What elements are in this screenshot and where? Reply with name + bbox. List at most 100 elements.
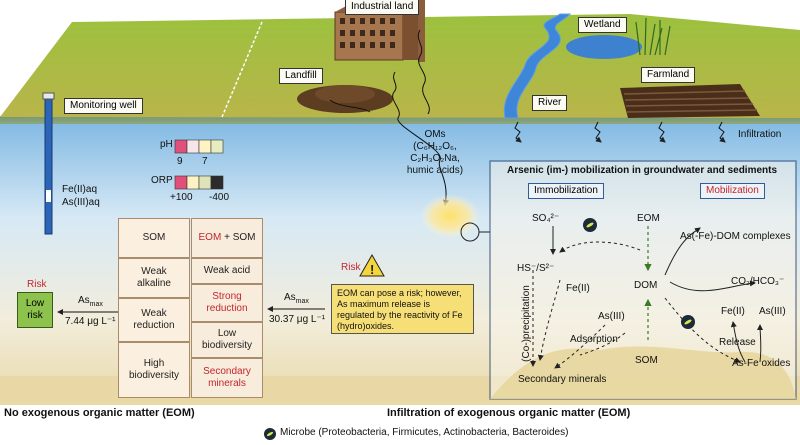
- risk-right-title: Risk: [341, 262, 361, 273]
- condition-text: Strong reduction: [197, 291, 257, 315]
- condition-term: Strong reduction: [206, 291, 248, 314]
- risk-left-title: Risk: [27, 279, 47, 290]
- infiltration-label: Infiltration: [738, 129, 782, 140]
- as-max-right-sub: max: [295, 298, 309, 305]
- hs-label: HS⁻/S²⁻: [517, 263, 555, 274]
- scale-swatch: [174, 139, 188, 154]
- scale-swatch: [198, 139, 212, 154]
- as-max-left: Asmax: [78, 295, 103, 308]
- surface-divider: [221, 21, 263, 118]
- condition-cell: Weak reduction: [118, 298, 190, 342]
- condition-cell: Low biodiversity: [191, 322, 263, 358]
- condition-cell: Weak alkaline: [118, 258, 190, 298]
- caption-right: Infiltration of exogenous organic matter…: [387, 407, 631, 419]
- scale-swatch: [186, 139, 200, 154]
- warning-icon: [359, 253, 385, 277]
- oms-label: OMs (C₆H₁₂O₆, C₂H₃O₂Na, humic acids): [400, 129, 470, 177]
- as-fe-oxides-label: As-Fe oxides: [732, 358, 791, 369]
- so4-label: SO₄²⁻: [532, 213, 560, 224]
- ph-left-value: 9: [177, 156, 183, 167]
- condition-text: High biodiversity: [128, 358, 180, 381]
- mobilization-label: Mobilization: [700, 183, 765, 199]
- oms-line-2: (C₆H₁₂O₆,: [413, 141, 457, 152]
- condition-term: Weak acid: [203, 265, 251, 276]
- river-stream: [503, 13, 572, 119]
- fe2-right-label: Fe(II): [721, 306, 745, 317]
- land-edge: [0, 117, 800, 124]
- condition-text: EOM + SOM: [197, 232, 257, 244]
- scale-swatch: [210, 175, 224, 190]
- scale-swatch: [174, 175, 188, 190]
- som-label: SOM: [635, 355, 658, 366]
- caption-microbe: Microbe (Proteobacteria, Firmicutes, Act…: [280, 427, 569, 438]
- microbe-icon: [681, 315, 695, 329]
- condition-cell: SOM: [118, 218, 190, 258]
- condition-term: EOM: [198, 232, 222, 243]
- condition-text: SOM: [142, 232, 166, 243]
- condition-cell: High biodiversity: [118, 342, 190, 398]
- svg-text:!: !: [370, 262, 374, 277]
- fe2-left-label: Fe(II): [566, 283, 590, 294]
- low-risk-text: Low risk: [25, 298, 45, 321]
- microbe-icon: [264, 428, 276, 440]
- dom-label: DOM: [634, 280, 658, 291]
- release-label: Release: [719, 337, 756, 348]
- condition-text: Weak alkaline: [137, 266, 171, 289]
- landfill-label: Landfill: [279, 68, 323, 84]
- orp-color-scale: [174, 175, 224, 190]
- condition-cell: EOM + SOM: [191, 218, 263, 258]
- as-max-right-symbol: As: [284, 292, 296, 303]
- eom-plume: [420, 194, 480, 238]
- co-precipitation-label: (Co-)precipitation: [520, 285, 532, 362]
- mechanism-arrows: [530, 226, 764, 369]
- orp-left-value: +100: [170, 192, 193, 203]
- as-max-right: Asmax: [284, 292, 309, 305]
- condition-text: Secondary minerals: [197, 366, 257, 390]
- eom-label: EOM: [637, 213, 660, 224]
- river-label: River: [532, 95, 568, 111]
- condition-cell: Strong reduction: [191, 284, 263, 322]
- immobilization-label: Immobilization: [528, 183, 604, 199]
- ph-label: pH: [160, 139, 173, 150]
- risk-arrows: [57, 306, 325, 315]
- as-max-left-symbol: As: [78, 295, 90, 306]
- well-species-fe: Fe(II)aq: [62, 184, 98, 195]
- orp-label: ORP: [151, 175, 173, 186]
- condition-term: Secondary minerals: [203, 366, 251, 389]
- ph-right-value: 7: [202, 156, 208, 167]
- wetland-pond: [566, 35, 642, 59]
- reeds-icon: [635, 17, 671, 56]
- well-species-as: As(III)aq: [62, 197, 100, 208]
- condition-cell: Weak acid: [191, 258, 263, 284]
- as3-right-label: As(III): [759, 306, 786, 317]
- secondary-minerals-label: Secondary minerals: [518, 374, 607, 385]
- sediment-mound: [490, 346, 796, 399]
- scale-swatch: [186, 175, 200, 190]
- low-risk-box: Low risk: [17, 292, 53, 328]
- farmland-field: [620, 84, 760, 118]
- wetland-label: Wetland: [578, 17, 627, 33]
- oms-line-1: OMs: [424, 129, 446, 140]
- as3-left-label: As(III): [598, 311, 625, 322]
- condition-text: Low biodiversity: [197, 328, 257, 352]
- caption-left: No exogenous organic matter (EOM): [4, 407, 195, 419]
- scale-swatch: [210, 139, 224, 154]
- mechanism-title: Arsenic (im-) mobilization in groundwate…: [507, 165, 778, 176]
- monitoring-well-icon: [42, 92, 55, 235]
- condition-cell: Secondary minerals: [191, 358, 263, 398]
- adsorption-label: Adsorption: [570, 334, 618, 345]
- oms-line-4: humic acids): [406, 165, 464, 176]
- condition-text: Weak acid: [197, 265, 257, 277]
- as-max-left-sub: max: [89, 301, 103, 308]
- condition-text: Weak reduction: [133, 308, 175, 331]
- condition-term: Low biodiversity: [201, 328, 253, 351]
- condition-suffix: + SOM: [221, 232, 256, 243]
- oms-line-3: C₂H₃O₂Na,: [410, 153, 460, 164]
- as-max-right-value: 30.37 μg L⁻¹: [269, 314, 326, 325]
- scale-swatch: [198, 175, 212, 190]
- as-max-left-value: 7.44 μg L⁻¹: [65, 316, 116, 327]
- industrial-land-label: Industrial land: [345, 0, 420, 15]
- risk-statement-box: EOM can pose a risk; however, As maximum…: [331, 284, 474, 334]
- microbe-icon: [583, 218, 597, 232]
- ph-color-scale: [174, 139, 224, 154]
